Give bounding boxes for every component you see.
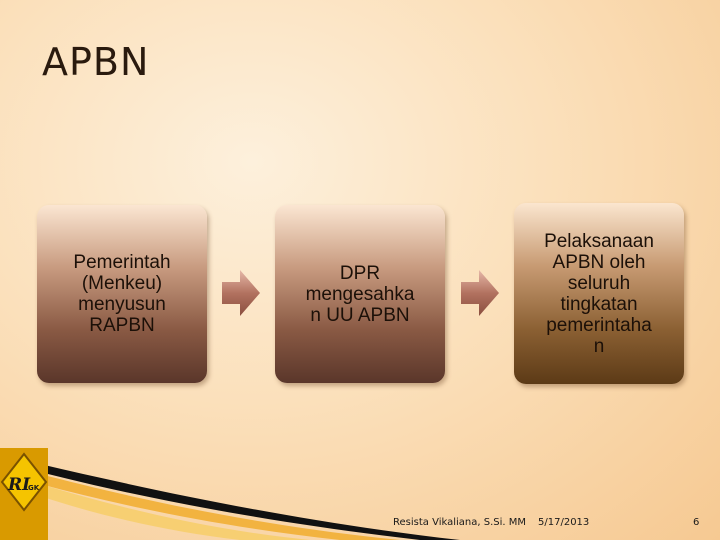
decorative-swoosh [40,464,460,540]
flow-step-2: DPR mengesahka n UU APBN [275,205,445,383]
page-number: 6 [693,517,700,528]
arrow-right-icon [461,270,499,316]
arrow-right-icon [222,270,260,316]
flow-step-2-label: DPR mengesahka n UU APBN [305,262,415,326]
flow-step-3-label: Pelaksanaan APBN oleh seluruh tingkatan … [544,230,654,357]
svg-text:GK: GK [28,484,40,492]
flow-step-1: Pemerintah (Menkeu) menyusun RAPBN [37,205,207,383]
svg-text:RI: RI [7,475,31,495]
footer-author: Resista Vikaliana, S.Si. MM [393,517,526,528]
logo: RI GK [0,448,48,540]
flow-step-1-label: Pemerintah (Menkeu) menyusun RAPBN [73,252,171,336]
flow-step-3: Pelaksanaan APBN oleh seluruh tingkatan … [514,203,684,384]
footer-date: 5/17/2013 [538,517,590,528]
page-title: APBN [42,40,150,84]
